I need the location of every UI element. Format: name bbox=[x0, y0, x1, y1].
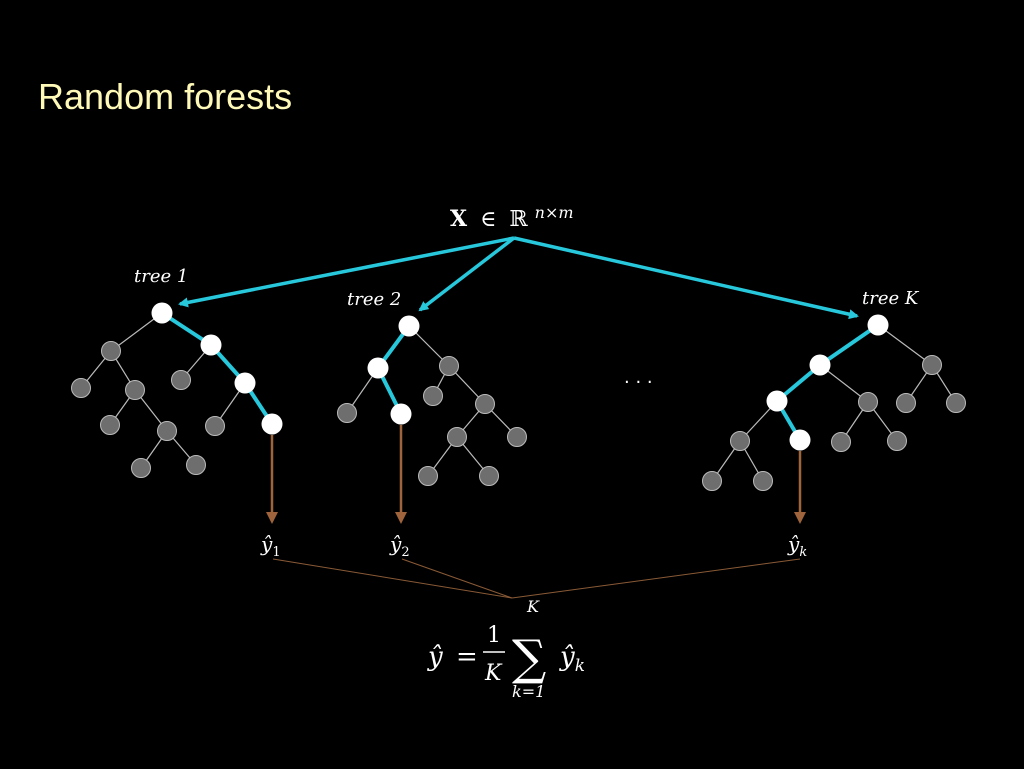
tree-node bbox=[131, 458, 151, 478]
input-arrow-tree-2 bbox=[418, 236, 516, 312]
ellipsis: . . . bbox=[624, 367, 653, 388]
tree-node bbox=[439, 356, 459, 376]
tree-1 bbox=[71, 302, 283, 478]
tree-node bbox=[101, 341, 121, 361]
tree-node bbox=[157, 421, 177, 441]
tree-2 bbox=[337, 315, 527, 486]
tree-node bbox=[507, 427, 527, 447]
tree-1-label: tree 1 bbox=[134, 266, 188, 287]
tree-node-active bbox=[809, 354, 831, 376]
tree-node bbox=[702, 471, 722, 491]
tree-node bbox=[205, 416, 225, 436]
tree-node bbox=[479, 466, 499, 486]
tree-node bbox=[171, 370, 191, 390]
tree-node-active bbox=[398, 315, 420, 337]
tree-node-active bbox=[200, 334, 222, 356]
tree-node bbox=[447, 427, 467, 447]
tree-node bbox=[186, 455, 206, 475]
slide-title: Random forests bbox=[38, 76, 293, 117]
tree-node-active bbox=[390, 403, 412, 425]
tree-node bbox=[896, 393, 916, 413]
tree-node-active bbox=[766, 390, 788, 412]
ensemble-formula: ŷ = 1 K K ∑ k=1 ŷk bbox=[427, 597, 585, 701]
tree-node bbox=[418, 466, 438, 486]
input-arrows bbox=[178, 236, 859, 320]
tree-node bbox=[858, 392, 878, 412]
tree-node-active bbox=[261, 413, 283, 435]
prediction-tree-k: ŷk bbox=[787, 532, 807, 560]
prediction-tree-2: ŷ2 bbox=[389, 532, 410, 560]
input-matrix-label: X ∈ ℝ n×m bbox=[450, 203, 574, 232]
formula-equals: = bbox=[456, 642, 478, 672]
tree-node-active bbox=[867, 314, 889, 336]
output-arrows bbox=[266, 425, 806, 524]
fraction-denominator: K bbox=[484, 661, 503, 686]
tree-node bbox=[125, 380, 145, 400]
tree-node bbox=[753, 471, 773, 491]
input-arrow-tree-k bbox=[513, 236, 859, 320]
tree-node bbox=[730, 431, 750, 451]
summation-lower: k=1 bbox=[512, 682, 545, 701]
tree-node bbox=[946, 393, 966, 413]
tree-node-active bbox=[789, 429, 811, 451]
tree-k-label: tree K bbox=[862, 288, 920, 309]
prediction-tree-1: ŷ1 bbox=[260, 532, 281, 560]
tree-node-active bbox=[367, 357, 389, 379]
tree-k-decision-path bbox=[775, 323, 880, 442]
tree-node bbox=[922, 355, 942, 375]
tree-node bbox=[475, 394, 495, 414]
tree-2-label: tree 2 bbox=[347, 289, 401, 310]
tree-node-active bbox=[234, 372, 256, 394]
tree-k bbox=[702, 314, 966, 491]
summation-symbol: ∑ bbox=[512, 630, 546, 686]
input-arrow-tree-1 bbox=[178, 236, 515, 308]
formula-term: ŷk bbox=[559, 642, 585, 676]
tree-node bbox=[887, 431, 907, 451]
tree-node bbox=[71, 378, 91, 398]
tree-node bbox=[831, 432, 851, 452]
tree-1-decision-path bbox=[160, 311, 274, 426]
aggregation-lines bbox=[272, 558, 801, 599]
tree-node-active bbox=[151, 302, 173, 324]
tree-node bbox=[100, 415, 120, 435]
fraction-numerator: 1 bbox=[487, 623, 501, 648]
tree-node bbox=[423, 386, 443, 406]
tree-node bbox=[337, 403, 357, 423]
summation-upper: K bbox=[526, 597, 540, 616]
formula-lhs: ŷ bbox=[427, 642, 443, 672]
